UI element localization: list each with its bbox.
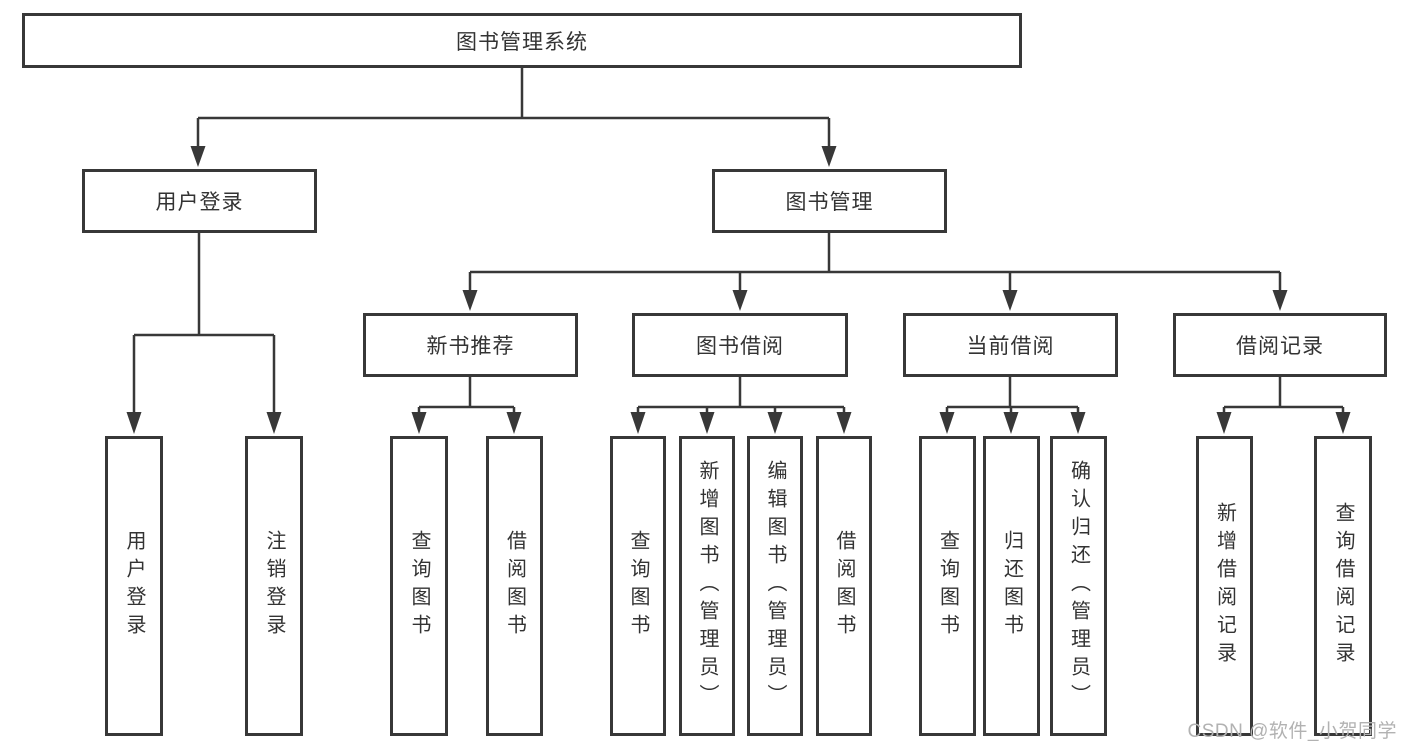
node-user-login-label: 用户登录 bbox=[155, 191, 244, 214]
leaf-query-borrow-record-label: 查询借阅记录 bbox=[1332, 502, 1354, 670]
leaf-recommend-query-books-label: 查询图书 bbox=[408, 530, 430, 642]
leaf-logout: 注销登录 bbox=[245, 436, 303, 736]
node-new-book-recommendation-label: 新书推荐 bbox=[426, 335, 515, 358]
leaf-add-books-admin: 新增图书（管理员） bbox=[679, 436, 735, 736]
leaf-add-books-admin-label: 新增图书（管理员） bbox=[696, 460, 718, 712]
leaf-edit-books-admin: 编辑图书（管理员） bbox=[747, 436, 803, 736]
connector-paths bbox=[132, 68, 1345, 412]
leaf-user-login-label: 用户登录 bbox=[123, 530, 145, 642]
node-root: 图书管理系统 bbox=[22, 13, 1022, 68]
leaf-borrow-books-label: 借阅图书 bbox=[833, 530, 855, 642]
watermark: CSDN @软件_小贺同学 bbox=[1187, 721, 1397, 742]
leaf-add-borrow-record: 新增借阅记录 bbox=[1196, 436, 1253, 736]
leaf-return-books: 归还图书 bbox=[983, 436, 1040, 736]
node-current-borrowing-label: 当前借阅 bbox=[966, 335, 1055, 358]
leaf-current-query-books: 查询图书 bbox=[919, 436, 976, 736]
leaf-edit-books-admin-label: 编辑图书（管理员） bbox=[764, 460, 786, 712]
leaf-recommend-borrow-books-label: 借阅图书 bbox=[503, 530, 526, 642]
node-user-login: 用户登录 bbox=[82, 169, 317, 233]
node-book-borrowing-label: 图书借阅 bbox=[696, 335, 784, 358]
leaf-return-books-label: 归还图书 bbox=[1000, 530, 1023, 642]
node-book-management: 图书管理 bbox=[712, 169, 947, 233]
leaf-add-borrow-record-label: 新增借阅记录 bbox=[1213, 502, 1236, 670]
leaf-confirm-return-admin: 确认归还（管理员） bbox=[1050, 436, 1107, 736]
leaf-borrow-query-books-label: 查询图书 bbox=[627, 530, 649, 642]
node-new-book-recommendation: 新书推荐 bbox=[363, 313, 578, 377]
leaf-current-query-books-label: 查询图书 bbox=[936, 530, 959, 642]
arrowheads bbox=[126, 146, 1351, 434]
leaf-recommend-query-books: 查询图书 bbox=[390, 436, 448, 736]
leaf-logout-label: 注销登录 bbox=[263, 530, 285, 642]
node-borrowing-records-label: 借阅记录 bbox=[1236, 335, 1324, 358]
leaf-borrow-query-books: 查询图书 bbox=[610, 436, 666, 736]
node-borrowing-records: 借阅记录 bbox=[1173, 313, 1387, 377]
leaf-borrow-books: 借阅图书 bbox=[816, 436, 872, 736]
leaf-user-login: 用户登录 bbox=[105, 436, 163, 736]
node-current-borrowing: 当前借阅 bbox=[903, 313, 1118, 377]
node-root-label: 图书管理系统 bbox=[456, 30, 588, 54]
leaf-confirm-return-admin-label: 确认归还（管理员） bbox=[1067, 460, 1090, 712]
node-book-borrowing: 图书借阅 bbox=[632, 313, 848, 377]
leaf-query-borrow-record: 查询借阅记录 bbox=[1314, 436, 1372, 736]
leaf-recommend-borrow-books: 借阅图书 bbox=[486, 436, 543, 736]
node-book-management-label: 图书管理 bbox=[785, 191, 874, 214]
